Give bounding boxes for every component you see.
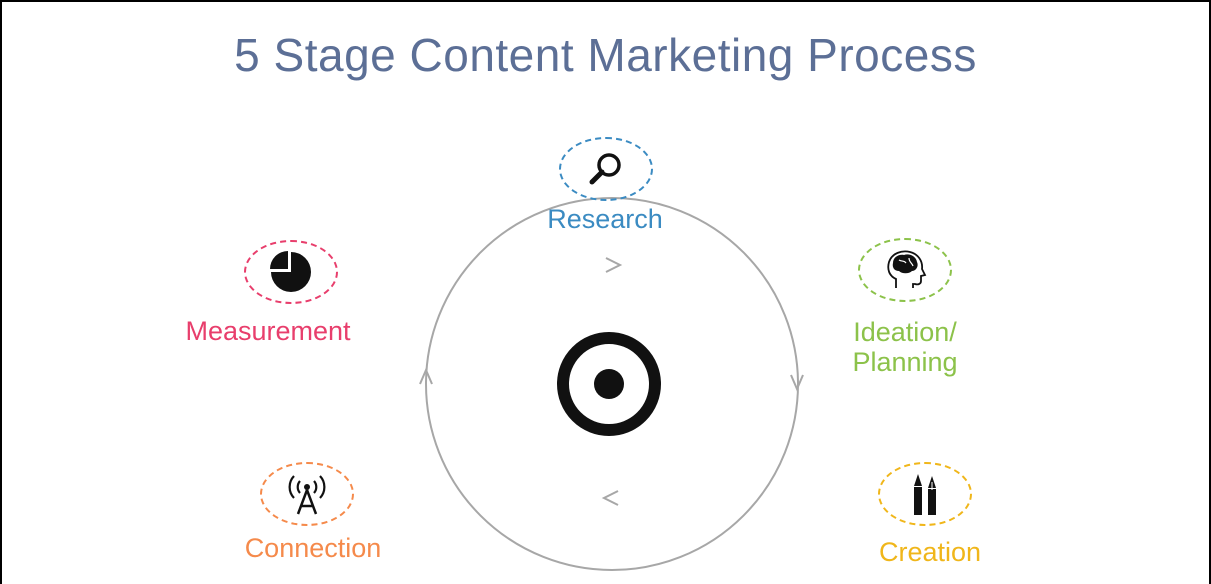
page-title: 5 Stage Content Marketing Process (234, 29, 977, 81)
target-icon (557, 332, 661, 436)
head-brain-icon (887, 250, 927, 288)
cycle-arrow-bottom (601, 490, 619, 506)
stage-label-ideation-planning: Ideation/ Planning (852, 317, 958, 377)
cycle-arrow-left (419, 367, 433, 385)
ideation-icon-ring (858, 238, 952, 302)
connection-icon-ring (260, 462, 354, 526)
cycle-arrow-right (790, 374, 804, 392)
pie-chart-icon (270, 251, 311, 292)
measurement-icon-ring (244, 240, 338, 304)
cycle-arrow-top (605, 257, 623, 273)
stage-label-creation: Creation (878, 537, 982, 567)
research-icon-ring (559, 137, 653, 201)
stage-label-measurement: Measurement (185, 316, 351, 346)
antenna-tower-icon (288, 475, 326, 515)
stage-label-connection: Connection (244, 533, 382, 563)
magnifier-icon (589, 153, 621, 185)
creation-icon-ring (878, 462, 972, 526)
pen-pencil-icon (914, 474, 936, 515)
stage-label-research: Research (547, 204, 663, 234)
